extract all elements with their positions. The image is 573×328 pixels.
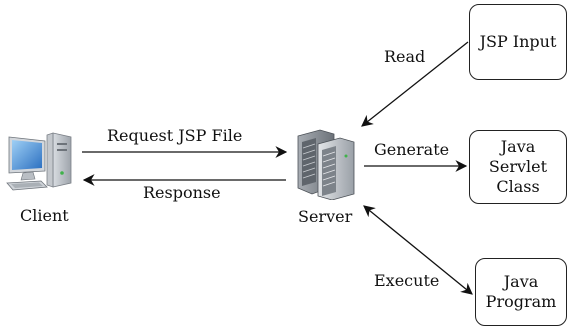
java-program-box: Java Program	[475, 258, 567, 326]
execute-arrow	[363, 205, 473, 295]
read-label: Read	[384, 47, 426, 66]
read-arrow	[361, 41, 469, 127]
jsp-input-label: JSP Input	[479, 32, 557, 51]
execute-label: Execute	[374, 271, 440, 290]
java-program-line-2: Program	[485, 292, 557, 311]
request-label: Request JSP File	[107, 126, 243, 145]
servlet-class-line-2: Servlet	[488, 157, 548, 176]
jsp-input-box: JSP Input	[469, 4, 567, 80]
servlet-class-line-3: Class	[496, 177, 540, 196]
servlet-class-line-1: Java	[500, 137, 536, 156]
desktop-computer-icon	[6, 132, 72, 191]
generate-label: Generate	[374, 140, 450, 159]
client-label: Client	[20, 206, 69, 225]
server-label: Server	[298, 207, 353, 226]
java-program-line-1: Java	[503, 272, 539, 291]
servlet-class-box: Java Servlet Class	[469, 130, 567, 204]
response-label: Response	[143, 183, 221, 202]
server-rack-icon	[297, 129, 355, 200]
